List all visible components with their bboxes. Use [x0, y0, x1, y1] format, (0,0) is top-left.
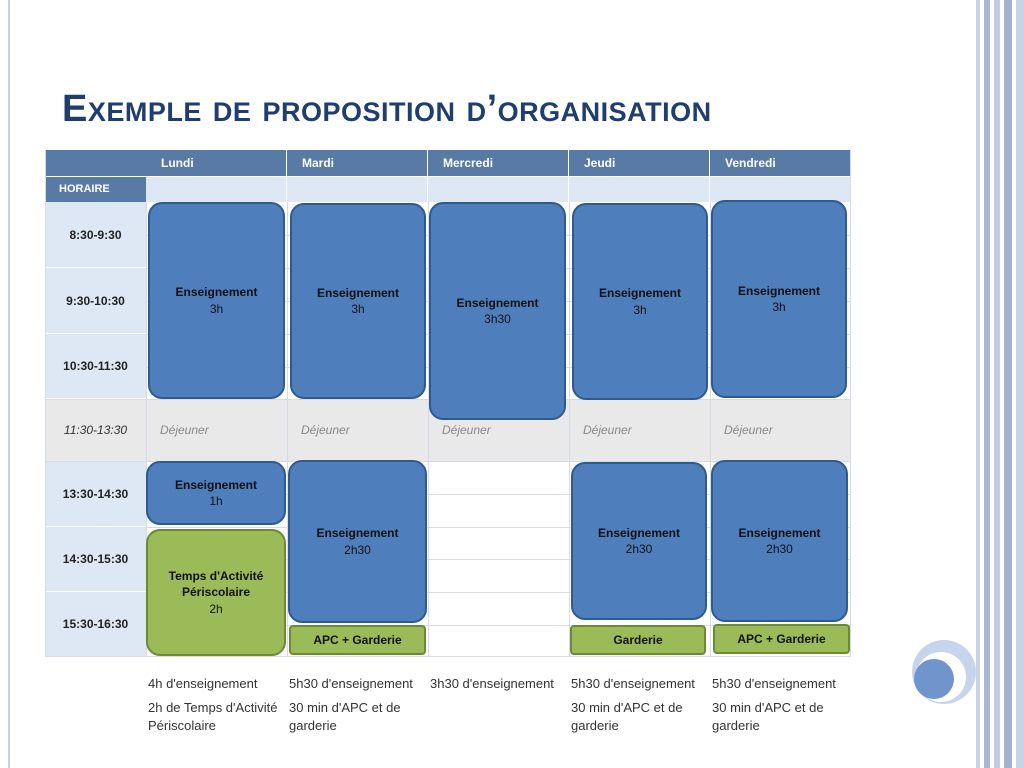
day-header-mardi: Mardi — [287, 150, 428, 176]
decorative-stripe — [976, 0, 980, 768]
header-corner — [45, 150, 146, 176]
lunch-label-mercredi: Déjeuner — [442, 423, 491, 437]
summary-line: 5h30 d'enseignement — [571, 676, 695, 691]
block-label: Temps d'Activité Périscolaire — [168, 569, 264, 600]
block-duration: 1h — [209, 494, 223, 508]
summary-line: 4h d'enseignement — [148, 676, 258, 691]
horaire-cell — [428, 177, 569, 202]
summary-line: 30 min d'APC et de garderie — [289, 700, 401, 734]
grid-line — [569, 202, 570, 657]
time-label: 8:30-9:30 — [45, 202, 146, 268]
teaching-block-vendredi-afternoon: Enseignement 2h30 — [711, 460, 848, 622]
decorative-stripe — [8, 0, 10, 768]
grid-line — [45, 461, 851, 462]
block-label: Enseignement — [598, 286, 682, 301]
time-label: 13:30-14:30 — [45, 461, 146, 527]
block-duration: 2h30 — [766, 542, 793, 556]
day-header-jeudi: Jeudi — [569, 150, 710, 176]
block-label: Enseignement — [316, 285, 400, 300]
schedule-table: Lundi Mardi Mercredi Jeudi Vendredi HORA… — [45, 150, 851, 657]
grid-line — [428, 202, 429, 657]
summary-line: 30 min d'APC et de garderie — [712, 700, 824, 734]
summary-line: 30 min d'APC et de garderie — [571, 700, 683, 734]
summary-mardi: 5h30 d'enseignement 30 min d'APC et de g… — [289, 675, 429, 736]
grid-line — [850, 150, 851, 657]
grid-line — [287, 202, 288, 657]
time-label: 9:30-10:30 — [45, 268, 146, 334]
grid-line — [146, 592, 851, 593]
block-duration: 2h — [209, 601, 223, 616]
lunch-label-mardi: Déjeuner — [301, 423, 350, 437]
horaire-cell — [710, 177, 851, 202]
day-header-mercredi: Mercredi — [428, 150, 569, 176]
block-label: Enseignement — [316, 526, 399, 541]
grid-line — [45, 656, 851, 657]
decorative-stripe — [1004, 0, 1012, 768]
block-label: Enseignement — [738, 525, 821, 540]
decorative-stripe — [984, 0, 990, 768]
block-duration: 2h30 — [344, 542, 371, 557]
teaching-block-mardi-afternoon: Enseignement 2h30 — [288, 460, 427, 623]
day-header-vendredi: Vendredi — [710, 150, 851, 176]
block-label: Enseignement — [175, 285, 258, 300]
decorative-stripe — [994, 0, 1000, 768]
grid-line — [146, 202, 147, 657]
block-duration: 3h — [351, 302, 365, 316]
activity-block-lundi: Temps d'Activité Périscolaire 2h — [146, 529, 286, 656]
grid-line — [146, 494, 851, 495]
horaire-cell — [146, 177, 287, 202]
block-duration: 3h — [209, 301, 224, 316]
grid-line — [146, 527, 851, 528]
block-label: Enseignement — [737, 283, 821, 298]
grid-line — [146, 559, 851, 560]
teaching-block-mardi-morning: Enseignement 3h — [290, 203, 426, 399]
slide-title: Exemple de proposition d’organisation — [62, 88, 712, 130]
teaching-block-vendredi-morning: Enseignement 3h — [711, 200, 847, 398]
teaching-block-jeudi-afternoon: Enseignement 2h30 — [571, 462, 707, 620]
decorative-circle-inner — [914, 659, 954, 699]
time-label-lunch: 11:30-13:30 — [63, 423, 128, 437]
decorative-stripe — [1016, 0, 1024, 768]
horaire-cell — [287, 177, 428, 202]
lunch-label-vendredi: Déjeuner — [724, 423, 773, 437]
time-label: 15:30-16:30 — [45, 592, 146, 657]
lunch-label-jeudi: Déjeuner — [583, 423, 632, 437]
grid-line — [45, 150, 46, 657]
garderie-tag-vendredi: APC + Garderie — [713, 624, 850, 654]
block-duration: 3h30 — [484, 312, 511, 326]
teaching-block-lundi-afternoon: Enseignement 1h — [146, 461, 286, 525]
block-label: Enseignement — [597, 525, 681, 540]
horaire-cell — [569, 177, 710, 202]
day-header-lundi: Lundi — [146, 150, 287, 176]
time-label: 14:30-15:30 — [45, 527, 146, 592]
grid-line — [710, 202, 711, 657]
summary-jeudi: 5h30 d'enseignement 30 min d'APC et de g… — [571, 675, 709, 736]
horaire-label: HORAIRE — [45, 177, 146, 202]
summary-line: 5h30 d'enseignement — [712, 676, 836, 691]
garderie-tag-jeudi: Garderie — [570, 625, 706, 655]
time-label: 10:30-11:30 — [45, 334, 146, 399]
teaching-block-jeudi-morning: Enseignement 3h — [572, 203, 708, 400]
summary-line: 3h30 d'enseignement — [430, 676, 554, 691]
summary-line: 5h30 d'enseignement — [289, 676, 413, 691]
lunch-label-lundi: Déjeuner — [160, 423, 209, 437]
teaching-block-lundi-morning: Enseignement 3h — [148, 202, 285, 399]
block-duration: 2h30 — [625, 542, 653, 556]
garderie-tag-mardi: APC + Garderie — [289, 625, 426, 655]
summary-vendredi: 5h30 d'enseignement 30 min d'APC et de g… — [712, 675, 852, 736]
summary-line: 2h de Temps d'Activité Périscolaire — [148, 700, 278, 734]
summary-lundi: 4h d'enseignement 2h de Temps d'Activité… — [148, 675, 288, 736]
block-duration: 3h — [772, 300, 786, 314]
block-duration: 3h — [633, 302, 647, 317]
block-label: Enseignement — [174, 477, 258, 492]
teaching-block-mercredi-morning: Enseignement 3h30 — [429, 202, 566, 420]
grid-line — [146, 625, 851, 626]
summary-mercredi: 3h30 d'enseignement — [430, 675, 570, 693]
block-label: Enseignement — [456, 295, 539, 310]
